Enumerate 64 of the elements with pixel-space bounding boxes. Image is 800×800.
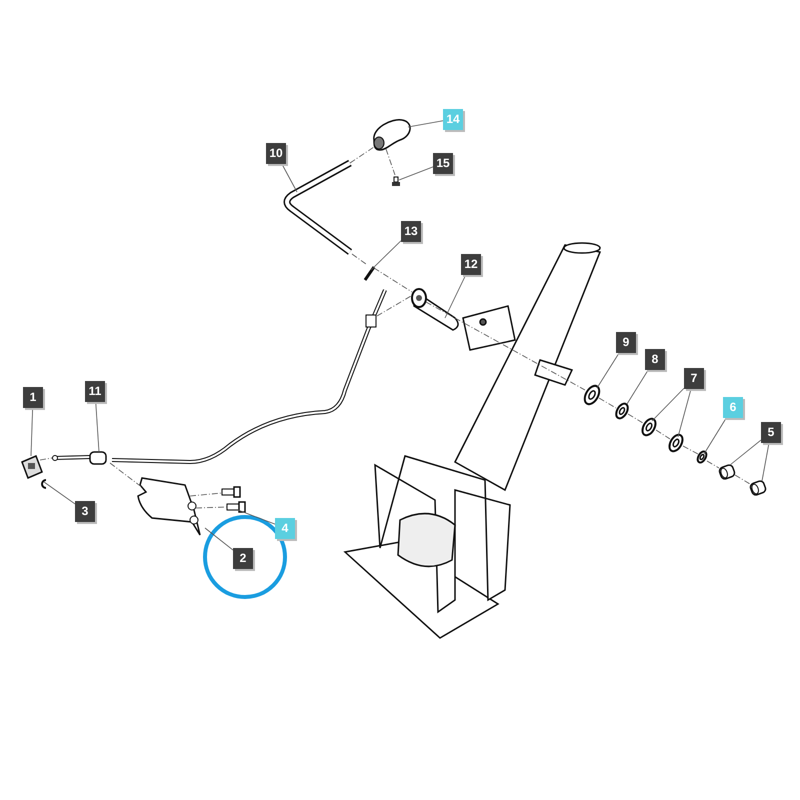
knob-drawing bbox=[373, 119, 411, 151]
assembly-axis-line bbox=[352, 254, 366, 264]
bracket-drawing bbox=[137, 477, 201, 536]
nut-drawing bbox=[718, 463, 736, 481]
retaining-clip-drawing bbox=[41, 479, 46, 489]
control-cable-drawing bbox=[52, 288, 387, 465]
assembly-axis-line bbox=[598, 398, 616, 408]
leader-line bbox=[408, 120, 444, 128]
callout-number: 14 bbox=[443, 108, 463, 130]
leader-line bbox=[730, 440, 762, 466]
leader-line bbox=[370, 240, 402, 270]
washer-drawing bbox=[615, 402, 629, 420]
callout-number: 6 bbox=[723, 396, 743, 418]
pin-drawing bbox=[364, 266, 376, 281]
lever-arm-drawing bbox=[411, 288, 459, 331]
washer-drawing bbox=[668, 434, 684, 452]
washer-drawing bbox=[584, 384, 600, 406]
leader-line bbox=[44, 482, 76, 504]
callout-number: 7 bbox=[684, 368, 704, 388]
callout-number: 1 bbox=[23, 386, 43, 408]
washer-drawing bbox=[642, 418, 656, 436]
callout-number: 3 bbox=[75, 500, 95, 522]
callout-number: 15 bbox=[433, 152, 453, 174]
assembly-axis-line bbox=[734, 474, 750, 484]
assembly-axis-line bbox=[628, 414, 644, 424]
callout-number: 13 bbox=[401, 220, 421, 242]
nut-drawing bbox=[748, 479, 768, 497]
leader-line bbox=[596, 352, 620, 388]
assembly-axis-line bbox=[374, 268, 412, 292]
callout-number: 12 bbox=[461, 254, 481, 274]
leader-line bbox=[678, 388, 692, 438]
screw-drawing bbox=[392, 176, 400, 186]
leader-line bbox=[204, 528, 234, 550]
assembly-axis-line bbox=[376, 296, 412, 316]
leader-line bbox=[398, 166, 434, 180]
leader-line bbox=[444, 274, 466, 318]
leader-line bbox=[281, 163, 298, 192]
callout-number: 10 bbox=[266, 142, 286, 164]
callout-number: 9 bbox=[616, 332, 636, 352]
callout-number: 8 bbox=[645, 348, 665, 370]
callout-number: 5 bbox=[761, 422, 781, 442]
leader-line bbox=[238, 510, 276, 525]
assembly-axis-line bbox=[682, 446, 698, 454]
leader-line bbox=[652, 388, 684, 422]
callout-number: 2 bbox=[233, 548, 253, 568]
callout-number: 4 bbox=[275, 518, 295, 538]
cable-clip-drawing bbox=[21, 455, 43, 479]
assembly-axis-line bbox=[706, 460, 720, 468]
assembly-axis-line bbox=[196, 506, 228, 508]
leader-line bbox=[95, 401, 100, 452]
lever-rod-drawing bbox=[284, 160, 352, 255]
assembly-axis-line bbox=[350, 146, 374, 164]
assembly-axis-line bbox=[386, 148, 396, 176]
leader-line bbox=[704, 417, 727, 454]
bolt-drawing bbox=[222, 486, 246, 513]
leader-line bbox=[30, 407, 34, 456]
assembly-axis-line bbox=[110, 462, 144, 488]
washer-drawing bbox=[696, 450, 708, 464]
leader-line bbox=[762, 442, 770, 482]
assembly-axis-line bbox=[40, 458, 52, 460]
leader-line bbox=[626, 369, 649, 404]
assembly-axis-line bbox=[656, 430, 670, 440]
assembly-axis-line bbox=[190, 492, 222, 496]
assembly-axis-line bbox=[426, 302, 586, 390]
